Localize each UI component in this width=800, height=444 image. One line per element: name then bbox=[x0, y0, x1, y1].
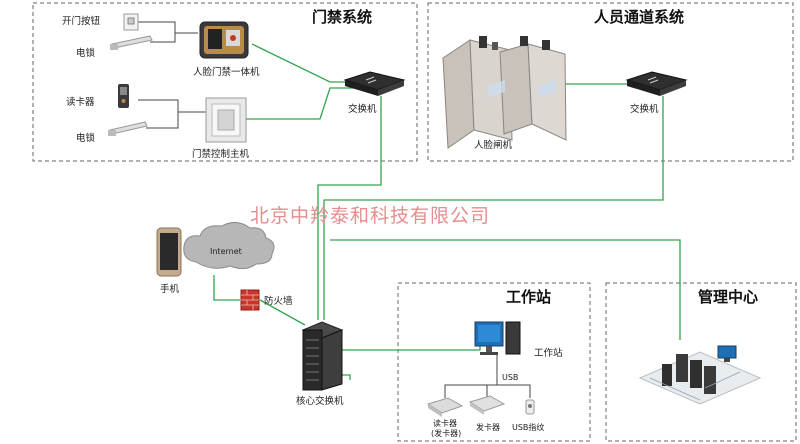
open-button-device bbox=[123, 13, 139, 31]
core-switch-label: 核心交换机 bbox=[296, 395, 344, 407]
desk-reader-label-1: 读卡器 bbox=[433, 418, 457, 428]
card-reader-label: 读卡器 bbox=[66, 96, 95, 108]
open-button-label: 开门按钮 bbox=[62, 15, 101, 27]
workstation-title: 工作站 bbox=[506, 288, 551, 306]
switch-channel-label: 交换机 bbox=[630, 103, 659, 115]
access-control-section bbox=[32, 2, 418, 162]
access-control-title: 门禁系统 bbox=[312, 8, 372, 26]
face-terminal-label: 人脸门禁一体机 bbox=[193, 66, 260, 78]
phone-label: 手机 bbox=[160, 283, 180, 295]
face-terminal-device bbox=[199, 21, 249, 59]
core-switch-device bbox=[301, 321, 344, 391]
workstation-pc-label: 工作站 bbox=[534, 347, 563, 359]
switch-access-label: 交换机 bbox=[348, 103, 377, 115]
face-gate-label: 人脸闸机 bbox=[474, 139, 513, 151]
card-reader-device bbox=[118, 84, 129, 108]
electric-lock-2-label: 电锁 bbox=[76, 132, 96, 144]
desk-reader-device bbox=[426, 397, 464, 417]
device-wiring bbox=[138, 21, 531, 398]
company-watermark: 北京中羚泰和科技有限公司 bbox=[250, 205, 490, 227]
card-issuer-label: 发卡器 bbox=[476, 422, 500, 432]
personnel-channel-title: 人员通道系统 bbox=[594, 8, 684, 26]
management-center-device bbox=[638, 345, 762, 405]
management-center-title: 管理中心 bbox=[698, 288, 758, 306]
usb-label: USB bbox=[502, 373, 518, 382]
switch-channel-device bbox=[625, 71, 688, 96]
switch-access-device bbox=[343, 71, 406, 96]
firewall-label: 防火墙 bbox=[264, 295, 293, 307]
internet-label: Internet bbox=[210, 247, 242, 256]
electric-lock-2-device bbox=[108, 121, 148, 136]
phone-device bbox=[156, 227, 182, 277]
firewall-device bbox=[240, 289, 260, 311]
desk-reader-label-2: (发卡器) bbox=[431, 428, 461, 438]
face-gate-device bbox=[442, 36, 567, 149]
electric-lock-1-label: 电锁 bbox=[76, 47, 96, 59]
access-controller-label: 门禁控制主机 bbox=[192, 148, 250, 160]
workstation-section bbox=[397, 282, 591, 442]
usb-key-device bbox=[525, 399, 535, 415]
electric-lock-1-device bbox=[110, 35, 153, 50]
management-center-section bbox=[605, 282, 797, 442]
access-controller-device bbox=[205, 97, 247, 143]
card-issuer-device bbox=[468, 395, 506, 415]
network-links bbox=[213, 43, 681, 380]
internet-cloud bbox=[183, 222, 275, 270]
workstation-pc-device bbox=[474, 321, 521, 355]
usb-key-label: USB指纹 bbox=[512, 422, 544, 432]
personnel-channel-section bbox=[427, 2, 794, 162]
